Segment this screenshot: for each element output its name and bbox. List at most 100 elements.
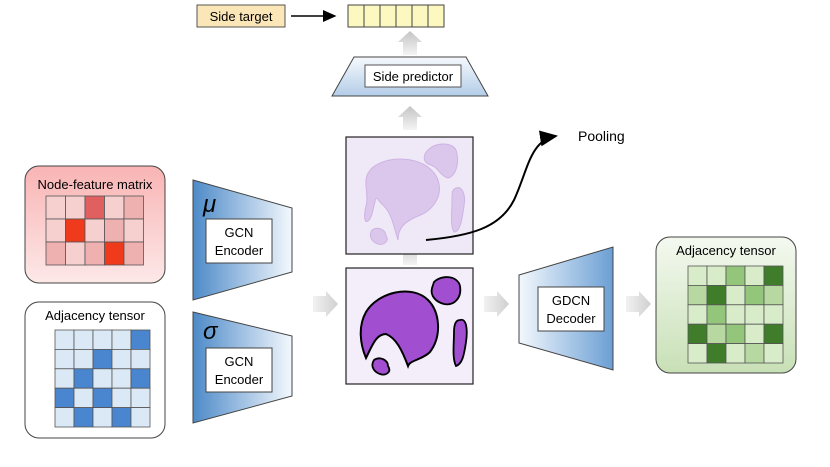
adjacency-input-cell [73,329,94,350]
adjacency-output-cell [725,304,746,325]
adjacency-input-cell [92,387,113,409]
arrow-decoder-to-output [626,291,651,317]
encoder-mu-line1: GCN [225,225,254,240]
adjacency-output-cell [744,323,765,345]
adjacency-output-card: Adjacency tensor [655,236,797,374]
node-feature-cell [65,241,86,266]
adjacency-output-grid [687,265,784,364]
node-feature-cell [84,195,105,220]
adjacency-output-cell [763,323,784,345]
adjacency-input-cell [130,387,151,409]
pooling-arrow [425,130,558,241]
adjacency-output-cell [687,265,708,286]
adjacency-input-cell [130,407,151,428]
node-feature-grid [45,195,144,266]
decoder-line2: Decoder [546,311,596,326]
adjacency-input-cell [54,387,75,409]
adjacency-input-cell [92,329,113,350]
adjacency-input-cell [130,348,151,370]
adjacency-output-cell [706,323,727,345]
adjacency-output-cell [687,323,708,345]
node-feature-cell [65,195,86,220]
adjacency-input-cell [130,368,151,389]
pooled-shape-fragment [369,227,388,245]
adjacency-input-cell [111,329,132,350]
encoder-sigma-line1: GCN [225,354,254,369]
node-feature-cell [104,218,125,243]
side-target-label: Side target [210,9,273,24]
latent-space-panel [345,267,474,385]
adjacency-input-cell [111,348,132,370]
decoder-line1: GDCN [552,293,590,308]
adjacency-output-cell [706,343,727,364]
adjacency-output-cell [687,284,708,306]
adjacency-output-cell [706,265,727,286]
mu-symbol: μ [202,191,216,218]
pooling-label: Pooling [578,128,625,144]
adjacency-input-cell [54,407,75,428]
side-output-cell [411,4,429,28]
adjacency-output-cell [725,284,746,306]
node-feature-cell [45,195,66,220]
adjacency-input-cell [92,407,113,428]
side-predictor-block: Side predictor [331,56,489,97]
adjacency-input-cell [92,348,113,370]
encoder-sigma-line2: Encoder [215,372,264,387]
latent-shape-bar [452,318,468,368]
side-output-cell [395,4,413,28]
adjacency-output-cell [744,284,765,306]
arrow-latent-to-decoder [484,291,509,317]
node-feature-cell [123,218,144,243]
up-arrow-to-vector [398,31,422,55]
sigma-symbol: σ [203,318,219,345]
adjacency-input-cell [73,368,94,389]
pooled-shape-main [364,158,440,241]
node-feature-cell [65,218,86,243]
adjacency-input-grid [54,329,151,428]
encoder-mu-line2: Encoder [215,243,264,258]
adjacency-output-cell [763,343,784,364]
adjacency-input-cell [54,368,75,389]
adjacency-output-cell [744,265,765,286]
adjacency-input-cell [73,387,94,409]
pooled-shape-bar [451,187,465,233]
adjacency-output-cell [687,343,708,364]
node-feature-cell [45,218,66,243]
adjacency-output-cell [687,304,708,325]
arrow-encoder-to-latent [313,291,338,317]
adjacency-output-cell [763,304,784,325]
adjacency-input-cell [73,407,94,428]
side-output-cell [427,4,445,28]
pooled-shape-blob [423,143,459,179]
side-predictor-label: Side predictor [373,69,454,84]
decoder-block: GDCN Decoder [518,246,614,371]
encoder-sigma-block: σ GCN Encoder [192,311,293,424]
adjacency-output-cell [706,304,727,325]
adjacency-input-cell [54,329,75,350]
side-target-box: Side target [196,4,286,28]
adjacency-input-label: Adjacency tensor [45,308,145,323]
adjacency-output-cell [725,323,746,345]
adjacency-output-label: Adjacency tensor [676,243,776,258]
side-output-cell [347,4,365,28]
side-output-cell [363,4,381,28]
node-feature-cell [84,241,105,266]
latent-shape-fragment [371,357,391,376]
adjacency-input-cell [130,329,151,350]
node-feature-cell [104,241,125,266]
adjacency-output-cell [706,284,727,306]
encoder-mu-block: μ GCN Encoder [192,179,293,301]
latent-shape-main [359,290,439,369]
node-feature-cell [84,218,105,243]
adjacency-output-cell [725,265,746,286]
up-arrow-to-predictor [398,106,422,130]
adjacency-input-cell [111,407,132,428]
node-feature-cell [104,195,125,220]
node-feature-matrix-card: Node-feature matrix [24,165,166,284]
pooled-latent-panel [345,136,474,255]
adjacency-input-cell [73,348,94,370]
node-feature-matrix-label: Node-feature matrix [38,177,153,192]
side-output-vector [347,4,445,28]
adjacency-output-cell [744,304,765,325]
